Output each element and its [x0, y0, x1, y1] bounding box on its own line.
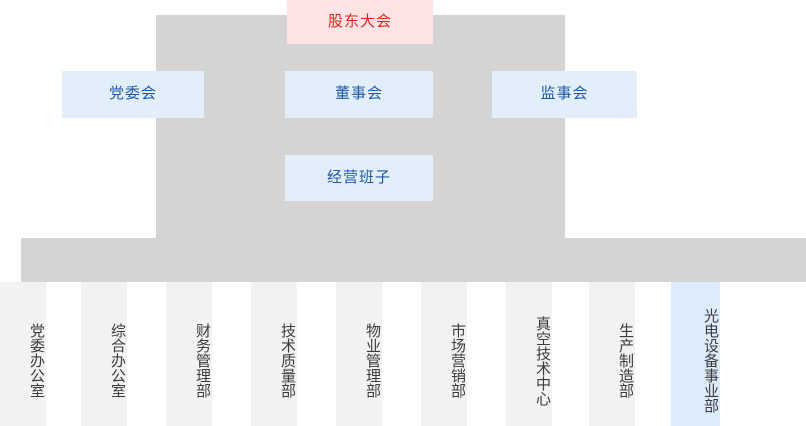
- connector-horizontal-bar: [21, 238, 806, 282]
- node-management-team[interactable]: 经营班子: [285, 155, 433, 201]
- node-department[interactable]: 生产制造部: [589, 282, 635, 426]
- node-department[interactable]: 真空技术中心: [506, 282, 552, 426]
- node-shareholders-meeting[interactable]: 股东大会: [287, 0, 433, 44]
- node-department[interactable]: 财务管理部: [166, 282, 212, 426]
- node-department[interactable]: 综合办公室: [81, 282, 127, 426]
- node-department[interactable]: 物业管理部: [336, 282, 382, 426]
- node-department[interactable]: 光电设备事业部: [671, 282, 720, 426]
- node-board-of-directors[interactable]: 董事会: [285, 71, 433, 118]
- node-department[interactable]: 技术质量部: [251, 282, 297, 426]
- node-department[interactable]: 市场营销部: [421, 282, 467, 426]
- node-party-committee[interactable]: 党委会: [62, 71, 204, 118]
- node-board-of-supervisors[interactable]: 监事会: [492, 71, 637, 118]
- node-department[interactable]: 党委办公室: [0, 282, 46, 426]
- connector-trunk-upper: [156, 15, 565, 238]
